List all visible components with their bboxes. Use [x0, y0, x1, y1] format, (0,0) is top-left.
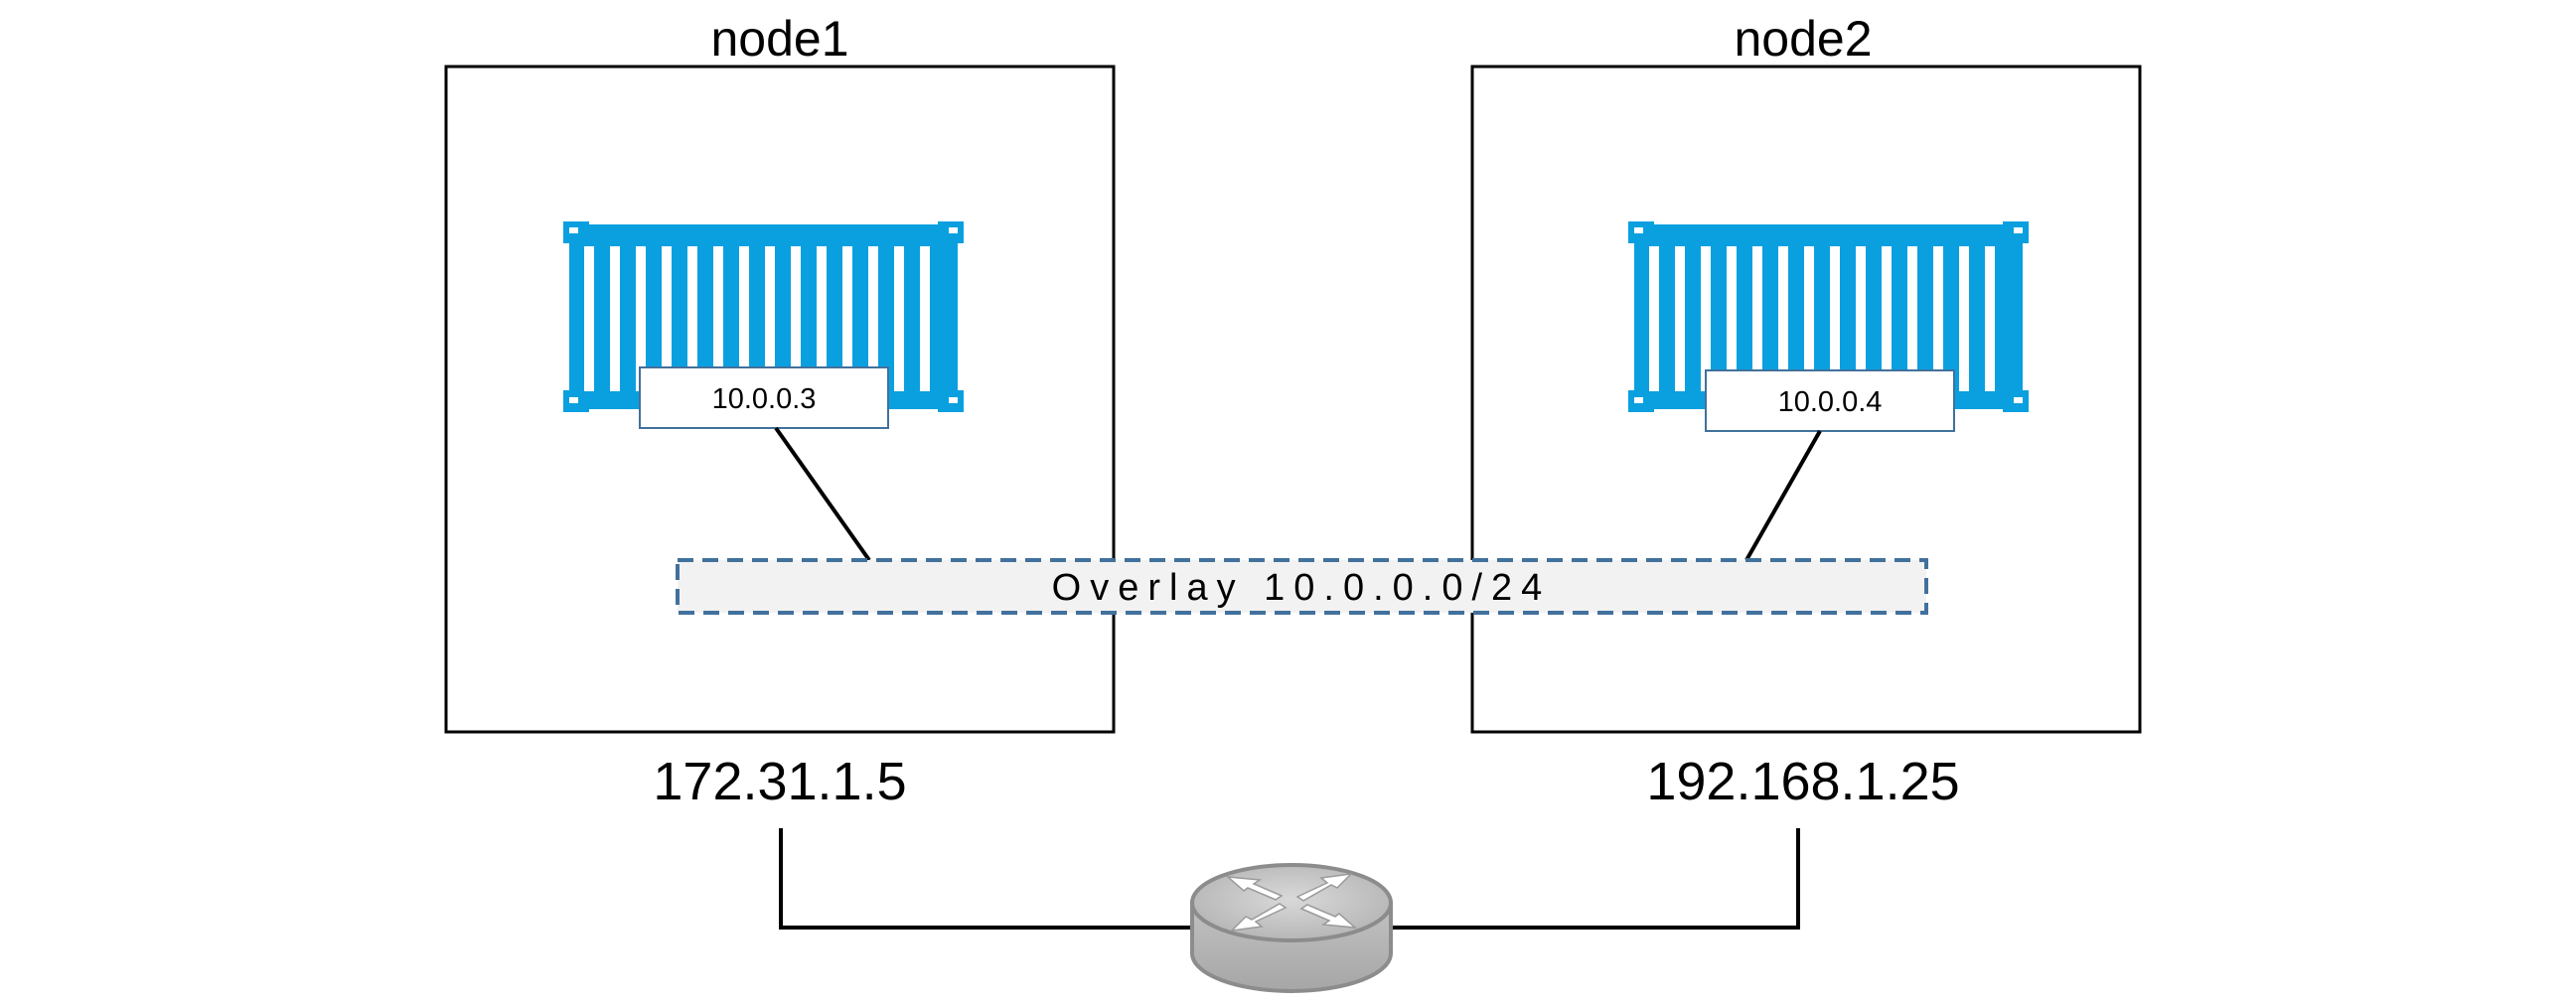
node2-container-ip: 10.0.0.4: [1778, 386, 1883, 418]
node2-container-overlay-link: [1744, 430, 1822, 561]
overlay-network-bar: [676, 558, 1928, 615]
router-icon: [1190, 863, 1393, 993]
node1-host-box: [444, 65, 1116, 734]
node1-container-ip-box: [639, 366, 889, 429]
node1-container-overlay-link: [774, 426, 871, 562]
node2-host-ip: 192.168.1.25: [1646, 752, 1959, 811]
overlay-network: Overlay 10.0.0.0/24: [676, 558, 1928, 615]
node2-container-ip-box: [1705, 369, 1955, 432]
node2-host-box: [1470, 65, 2142, 734]
node2-title: node2: [1734, 11, 1872, 67]
overlay-network-label: Overlay 10.0.0.0/24: [1052, 567, 1552, 609]
underlay-network: [779, 828, 1800, 993]
node1-group: node1: [444, 11, 1116, 811]
node1-container-ip: 10.0.0.3: [712, 383, 817, 415]
node1-host-ip: 172.31.1.5: [653, 752, 906, 811]
node1-title: node1: [710, 11, 848, 67]
node1-router-link: [779, 828, 1192, 930]
node2-group: node2: [1470, 11, 2142, 811]
node2-router-link: [1391, 828, 1800, 930]
